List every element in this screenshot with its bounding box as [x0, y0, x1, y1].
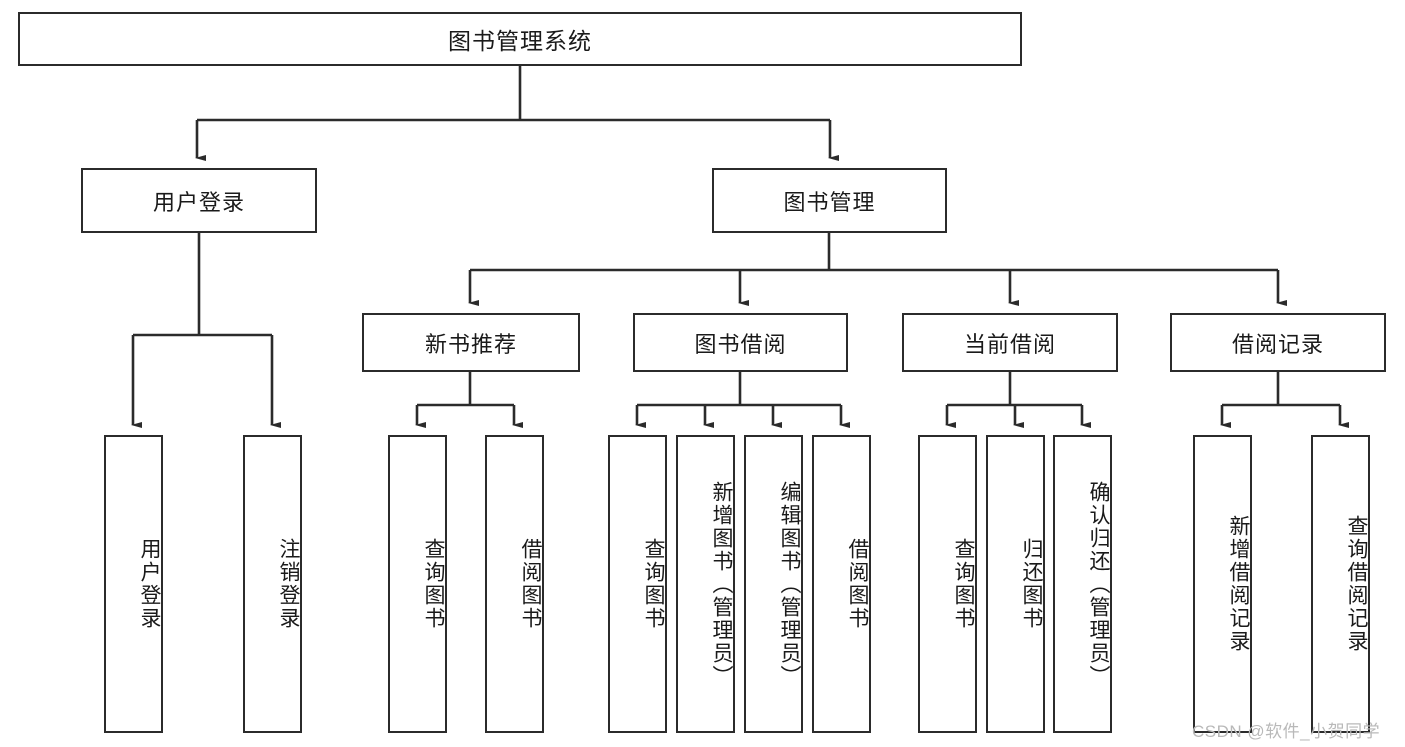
node-label: 图书管理系统 — [448, 28, 592, 54]
node-label: 图书借阅 — [694, 331, 787, 357]
node-label: 借阅图书 — [846, 538, 869, 630]
leaf-current-query-book[interactable]: 查询图书 — [918, 435, 977, 733]
node-label: 编辑图书（管理员） — [778, 480, 801, 688]
leaf-record-add-record[interactable]: 新增借阅记录 — [1193, 435, 1252, 733]
node-label: 图书管理 — [783, 189, 876, 215]
leaf-record-query-record[interactable]: 查询借阅记录 — [1311, 435, 1370, 733]
node-label: 借阅记录 — [1231, 331, 1324, 357]
leaf-borrow-add-book-admin[interactable]: 新增图书（管理员） — [676, 435, 735, 733]
leaf-recommend-borrow-book[interactable]: 借阅图书 — [485, 435, 544, 733]
leaf-user-login-logout[interactable]: 注销登录 — [243, 435, 302, 733]
node-label: 新增图书（管理员） — [710, 480, 733, 688]
node-label: 注销登录 — [277, 538, 300, 630]
node-book-management[interactable]: 图书管理 — [712, 168, 947, 233]
leaf-current-return-book[interactable]: 归还图书 — [986, 435, 1045, 733]
leaf-borrow-borrow-book[interactable]: 借阅图书 — [812, 435, 871, 733]
node-label: 新增借阅记录 — [1227, 515, 1250, 653]
node-label: 查询借阅记录 — [1345, 515, 1368, 653]
leaf-borrow-edit-book-admin[interactable]: 编辑图书（管理员） — [744, 435, 803, 733]
node-label: 用户登录 — [138, 538, 161, 630]
node-label: 查询图书 — [952, 538, 975, 630]
node-current-borrow[interactable]: 当前借阅 — [902, 313, 1118, 372]
leaf-recommend-query-book[interactable]: 查询图书 — [388, 435, 447, 733]
node-label: 查询图书 — [642, 538, 665, 630]
node-label: 借阅图书 — [519, 538, 542, 630]
node-label: 当前借阅 — [963, 331, 1056, 357]
node-root-system[interactable]: 图书管理系统 — [18, 12, 1022, 66]
node-user-login[interactable]: 用户登录 — [81, 168, 317, 233]
node-borrow-record[interactable]: 借阅记录 — [1170, 313, 1386, 372]
node-book-borrow[interactable]: 图书借阅 — [633, 313, 848, 372]
leaf-borrow-query-book[interactable]: 查询图书 — [608, 435, 667, 733]
csdn-watermark: CSDN @软件_小贺同学 — [1192, 722, 1381, 741]
node-label: 归还图书 — [1020, 538, 1043, 630]
node-label: 确认归还（管理员） — [1087, 480, 1110, 688]
node-label: 用户登录 — [152, 189, 245, 215]
node-new-book-recommend[interactable]: 新书推荐 — [362, 313, 580, 372]
node-label: 查询图书 — [422, 538, 445, 630]
leaf-user-login-login[interactable]: 用户登录 — [104, 435, 163, 733]
leaf-current-confirm-return-admin[interactable]: 确认归还（管理员） — [1053, 435, 1112, 733]
node-label: 新书推荐 — [424, 331, 517, 357]
